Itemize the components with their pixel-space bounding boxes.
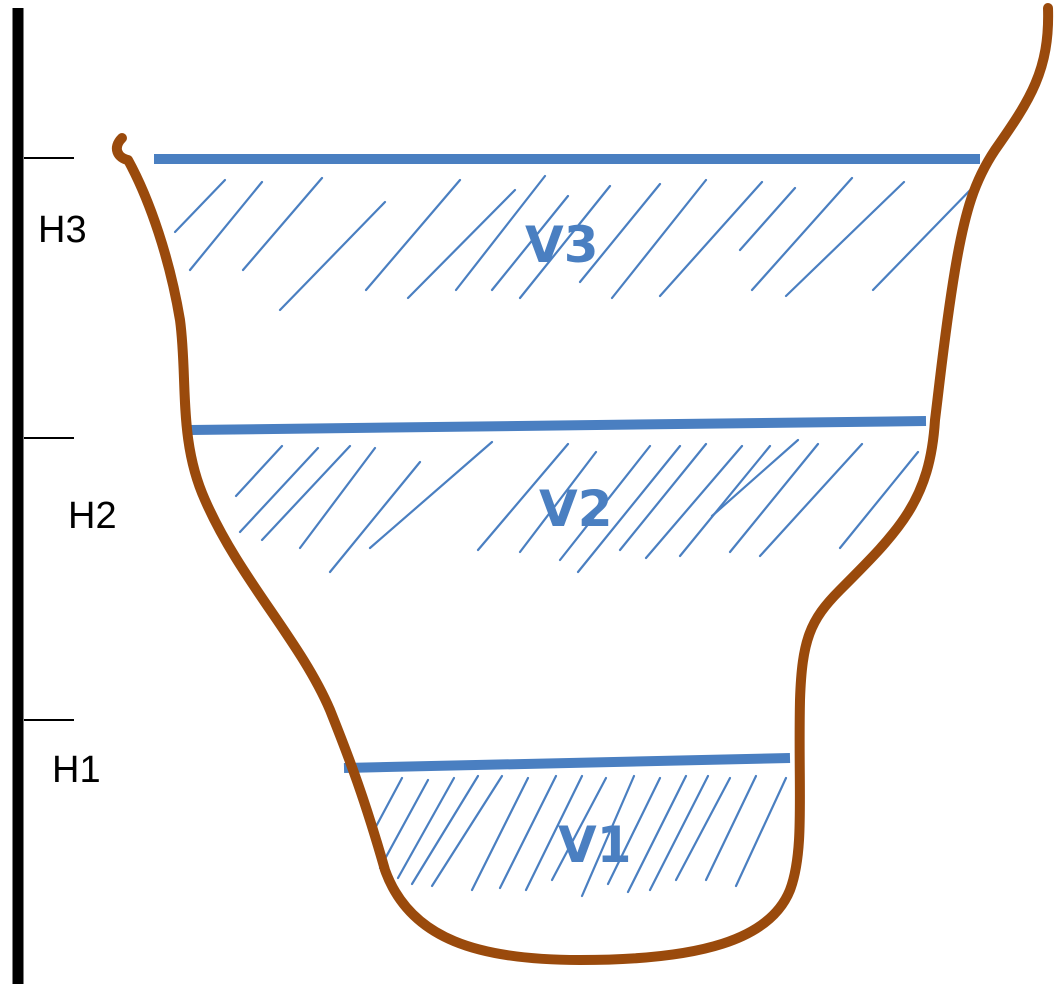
level-line-h2 bbox=[189, 416, 927, 435]
label-h1: H1 bbox=[52, 749, 101, 791]
hatch-v1 bbox=[370, 774, 788, 898]
hatch-v2 bbox=[234, 438, 920, 574]
label-h2: H2 bbox=[68, 495, 117, 537]
level-line-h1 bbox=[343, 753, 791, 773]
label-v1: V1 bbox=[558, 816, 632, 874]
label-v3: V3 bbox=[525, 216, 599, 274]
label-v2: V2 bbox=[539, 480, 613, 538]
label-h3: H3 bbox=[38, 209, 87, 251]
vessel-outline bbox=[111, 3, 1054, 965]
hatch-v3 bbox=[173, 174, 980, 312]
